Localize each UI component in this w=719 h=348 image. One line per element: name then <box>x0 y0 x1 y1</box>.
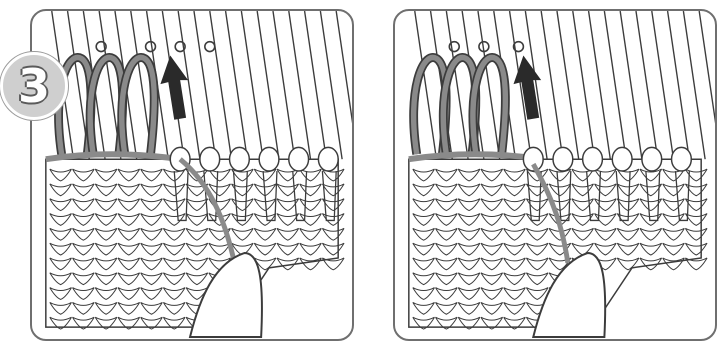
illustration-panel-right <box>393 9 717 341</box>
knitted-fabric <box>46 154 344 329</box>
step-number: 3 <box>18 59 50 113</box>
illustration-panel-left <box>30 9 354 341</box>
knitting-illustration-right <box>395 11 715 339</box>
knitting-illustration-left <box>32 11 352 339</box>
knitting-needle-bed-icon <box>415 11 715 159</box>
step-number-badge: 3 <box>0 52 68 120</box>
upward-arrow-icon <box>160 55 188 119</box>
